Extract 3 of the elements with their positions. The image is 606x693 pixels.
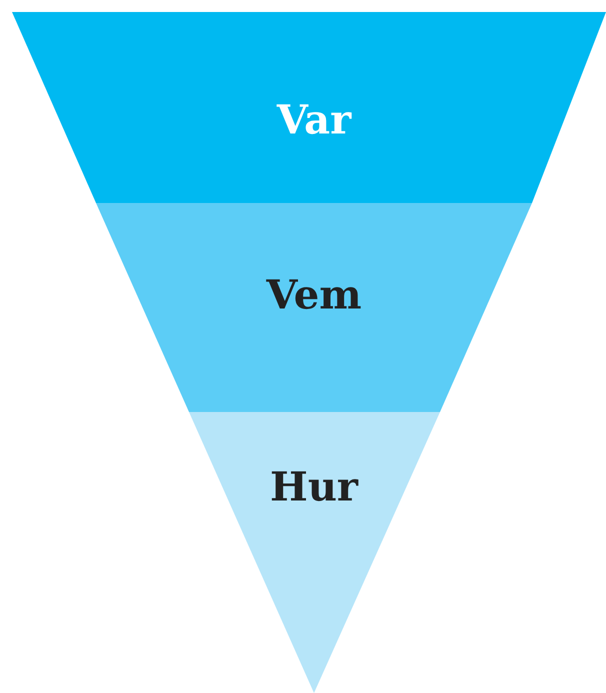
segment-label: Var: [276, 96, 352, 144]
segment-label: Hur: [270, 464, 358, 510]
segment-label: Vem: [266, 272, 362, 318]
